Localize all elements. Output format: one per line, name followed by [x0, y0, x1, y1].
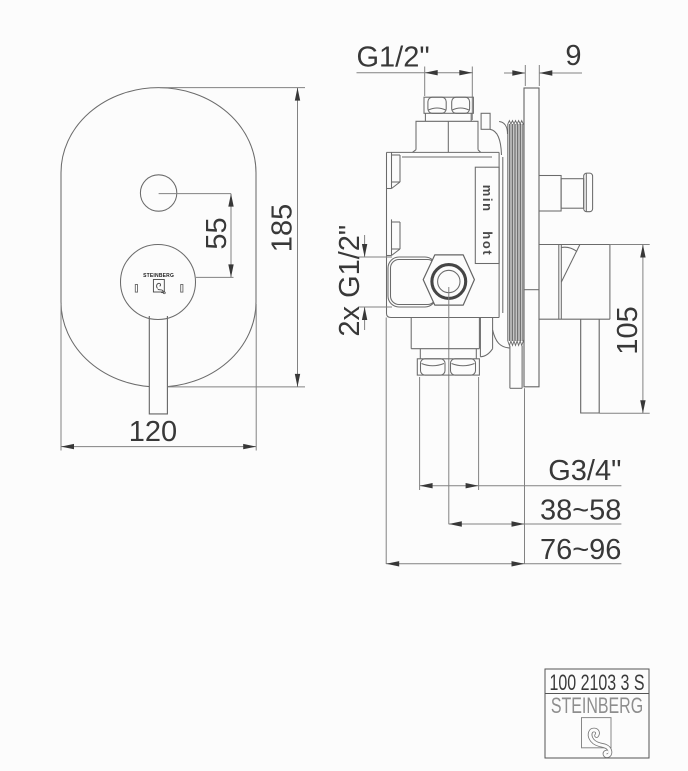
svg-text:G1/2": G1/2" — [357, 42, 430, 74]
svg-text:38~58: 38~58 — [540, 494, 621, 526]
svg-text:76~96: 76~96 — [540, 534, 621, 566]
svg-text:STEINBERG: STEINBERG — [143, 273, 174, 279]
svg-text:185: 185 — [267, 204, 299, 252]
svg-text:2x G1/2": 2x G1/2" — [334, 225, 366, 337]
svg-text:STEINBERG: STEINBERG — [551, 693, 643, 718]
svg-text:105: 105 — [612, 306, 644, 354]
svg-text:G3/4": G3/4" — [548, 455, 621, 487]
svg-text:hot: hot — [480, 231, 495, 256]
svg-text:min: min — [480, 185, 495, 213]
svg-text:120: 120 — [129, 416, 177, 448]
svg-text:55: 55 — [201, 217, 233, 249]
svg-text:9: 9 — [565, 40, 581, 72]
svg-text:100 2103 3 S: 100 2103 3 S — [549, 672, 644, 696]
